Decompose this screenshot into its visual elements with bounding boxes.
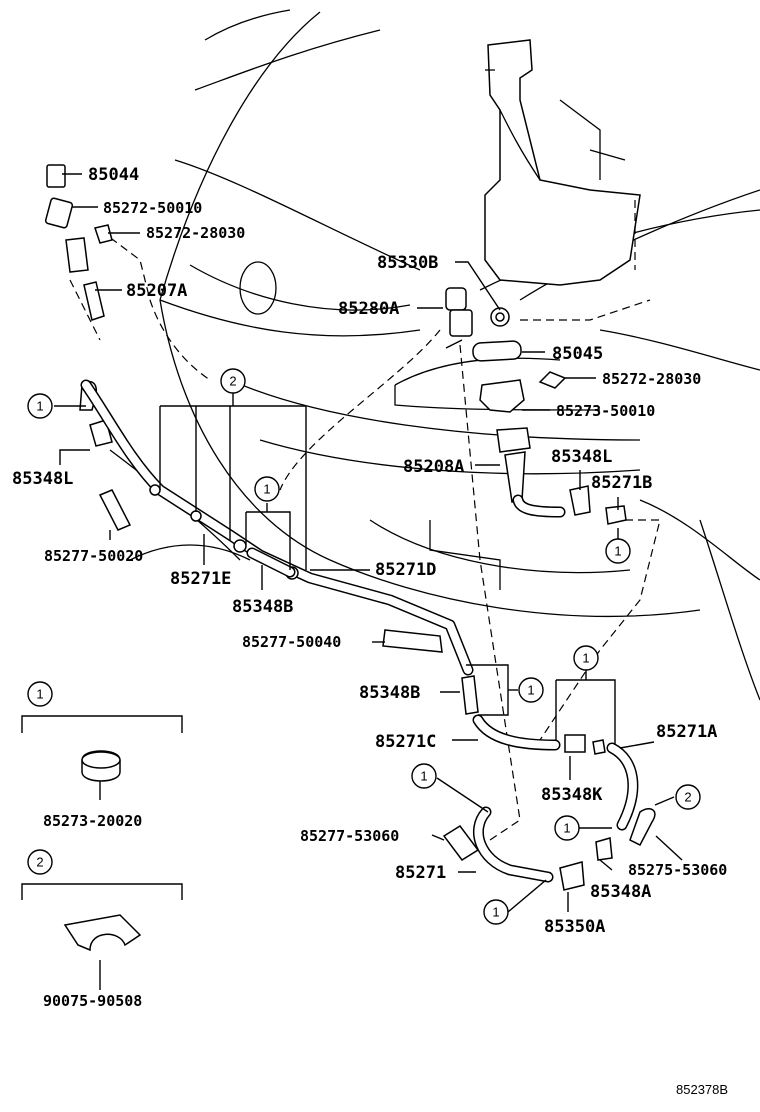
part-label-85350A: 85350A — [544, 917, 605, 937]
callout-1-a: 1 — [36, 399, 43, 414]
part-label-85271B: 85271B — [591, 473, 652, 493]
part-label-85273-50010: 85273-50010 — [556, 402, 655, 420]
part-label-85348B-a: 85348B — [232, 597, 293, 617]
left-nozzle-assembly — [44, 164, 113, 321]
legend-callout-2: 2 — [36, 855, 43, 870]
part-label-85272-28030-a: 85272-28030 — [146, 224, 245, 242]
callout-1-e: 1 — [582, 651, 589, 666]
legend-2 — [21, 883, 183, 952]
legend-1 — [21, 715, 183, 782]
part-label-85271C: 85271C — [375, 732, 436, 752]
leader-lines — [54, 173, 683, 990]
legend-callout-1: 1 — [36, 687, 43, 702]
lower-hose-85271 — [442, 806, 613, 891]
part-label-85271: 85271 — [395, 863, 446, 883]
callout-1-h: 1 — [492, 905, 499, 920]
part-label-85044: 85044 — [88, 165, 139, 185]
right-nozzle-assembly — [479, 371, 627, 525]
callout-1-g: 1 — [563, 821, 570, 836]
part-label-85271A: 85271A — [656, 722, 717, 742]
part-label-85277-50040: 85277-50040 — [242, 633, 341, 651]
cap-85045 — [472, 340, 522, 362]
part-label-85207A: 85207A — [126, 281, 187, 301]
part-label-85275-53060: 85275-53060 — [628, 861, 727, 879]
callout-circles: 1 2 1 1 1 1 1 2 1 1 1 2 — [27, 368, 701, 925]
callout-1-d: 1 — [527, 683, 534, 698]
part-label-85280A: 85280A — [338, 299, 399, 319]
routing-dashes — [69, 229, 661, 841]
part-label-85272-28030-b: 85272-28030 — [602, 370, 701, 388]
part-label-85348K: 85348K — [541, 785, 603, 805]
diagram-reference: 852378B — [676, 1082, 728, 1097]
washer-pump — [445, 287, 510, 349]
callout-brackets — [159, 392, 675, 913]
part-label-85330B: 85330B — [377, 253, 438, 273]
callout-1-b: 1 — [263, 482, 270, 497]
part-label-85273-20020: 85273-20020 — [43, 812, 142, 830]
callout-2-b: 2 — [684, 790, 691, 805]
vehicle-body-outline — [109, 9, 760, 701]
part-label-85272-50010: 85272-50010 — [103, 199, 202, 217]
hose-85271E — [80, 379, 474, 676]
part-label-85348A: 85348A — [590, 882, 651, 902]
left-joint — [79, 380, 132, 531]
part-labels: 85044 85272-50010 85272-28030 85207A 853… — [12, 165, 728, 1097]
part-label-85208A: 85208A — [403, 457, 464, 477]
part-label-85277-50020: 85277-50020 — [44, 547, 143, 565]
part-label-85045: 85045 — [552, 344, 603, 364]
part-label-85348B-b: 85348B — [359, 683, 420, 703]
part-label-90075-90508: 90075-90508 — [43, 992, 142, 1010]
center-hoses — [461, 675, 656, 847]
part-label-85271E: 85271E — [170, 569, 231, 589]
part-label-85271D: 85271D — [375, 560, 436, 580]
part-label-85348L-a: 85348L — [12, 469, 73, 489]
part-label-85348L-b: 85348L — [551, 447, 612, 467]
washer-tank — [484, 39, 641, 286]
hose-cover-85277-50040 — [382, 629, 443, 653]
part-label-85277-53060: 85277-53060 — [300, 827, 399, 845]
callout-2-a: 2 — [229, 374, 236, 389]
callout-1-c: 1 — [614, 544, 621, 559]
callout-1-f: 1 — [420, 769, 427, 784]
